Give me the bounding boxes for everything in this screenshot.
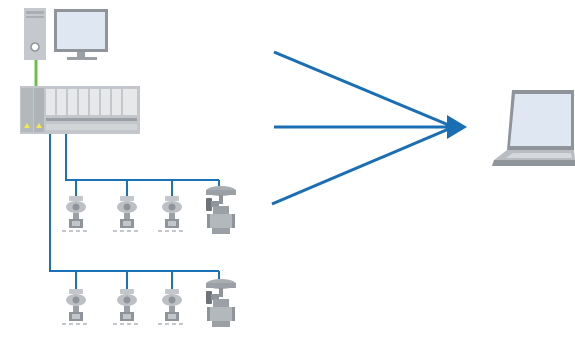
control-valve-icon — [206, 186, 236, 234]
pressure-transmitter-icon — [61, 195, 91, 232]
segment-2 — [61, 279, 236, 327]
segment-1 — [61, 186, 236, 234]
laptop-icon — [492, 90, 575, 166]
data-arrows — [271, 50, 452, 206]
arrow-head — [447, 115, 467, 139]
pressure-transmitter-icon — [157, 195, 187, 232]
arrow-lower — [271, 126, 452, 206]
control-valve-icon — [206, 279, 236, 327]
desktop-computer-icon — [24, 8, 108, 60]
pressure-transmitter-icon — [112, 195, 142, 232]
dcs-controller-rack-icon — [20, 86, 140, 134]
fieldbus-lines — [49, 134, 220, 289]
arrow-upper — [273, 50, 452, 128]
pressure-transmitter-icon — [112, 288, 142, 325]
pressure-transmitter-icon — [157, 288, 187, 325]
pressure-transmitter-icon — [61, 288, 91, 325]
